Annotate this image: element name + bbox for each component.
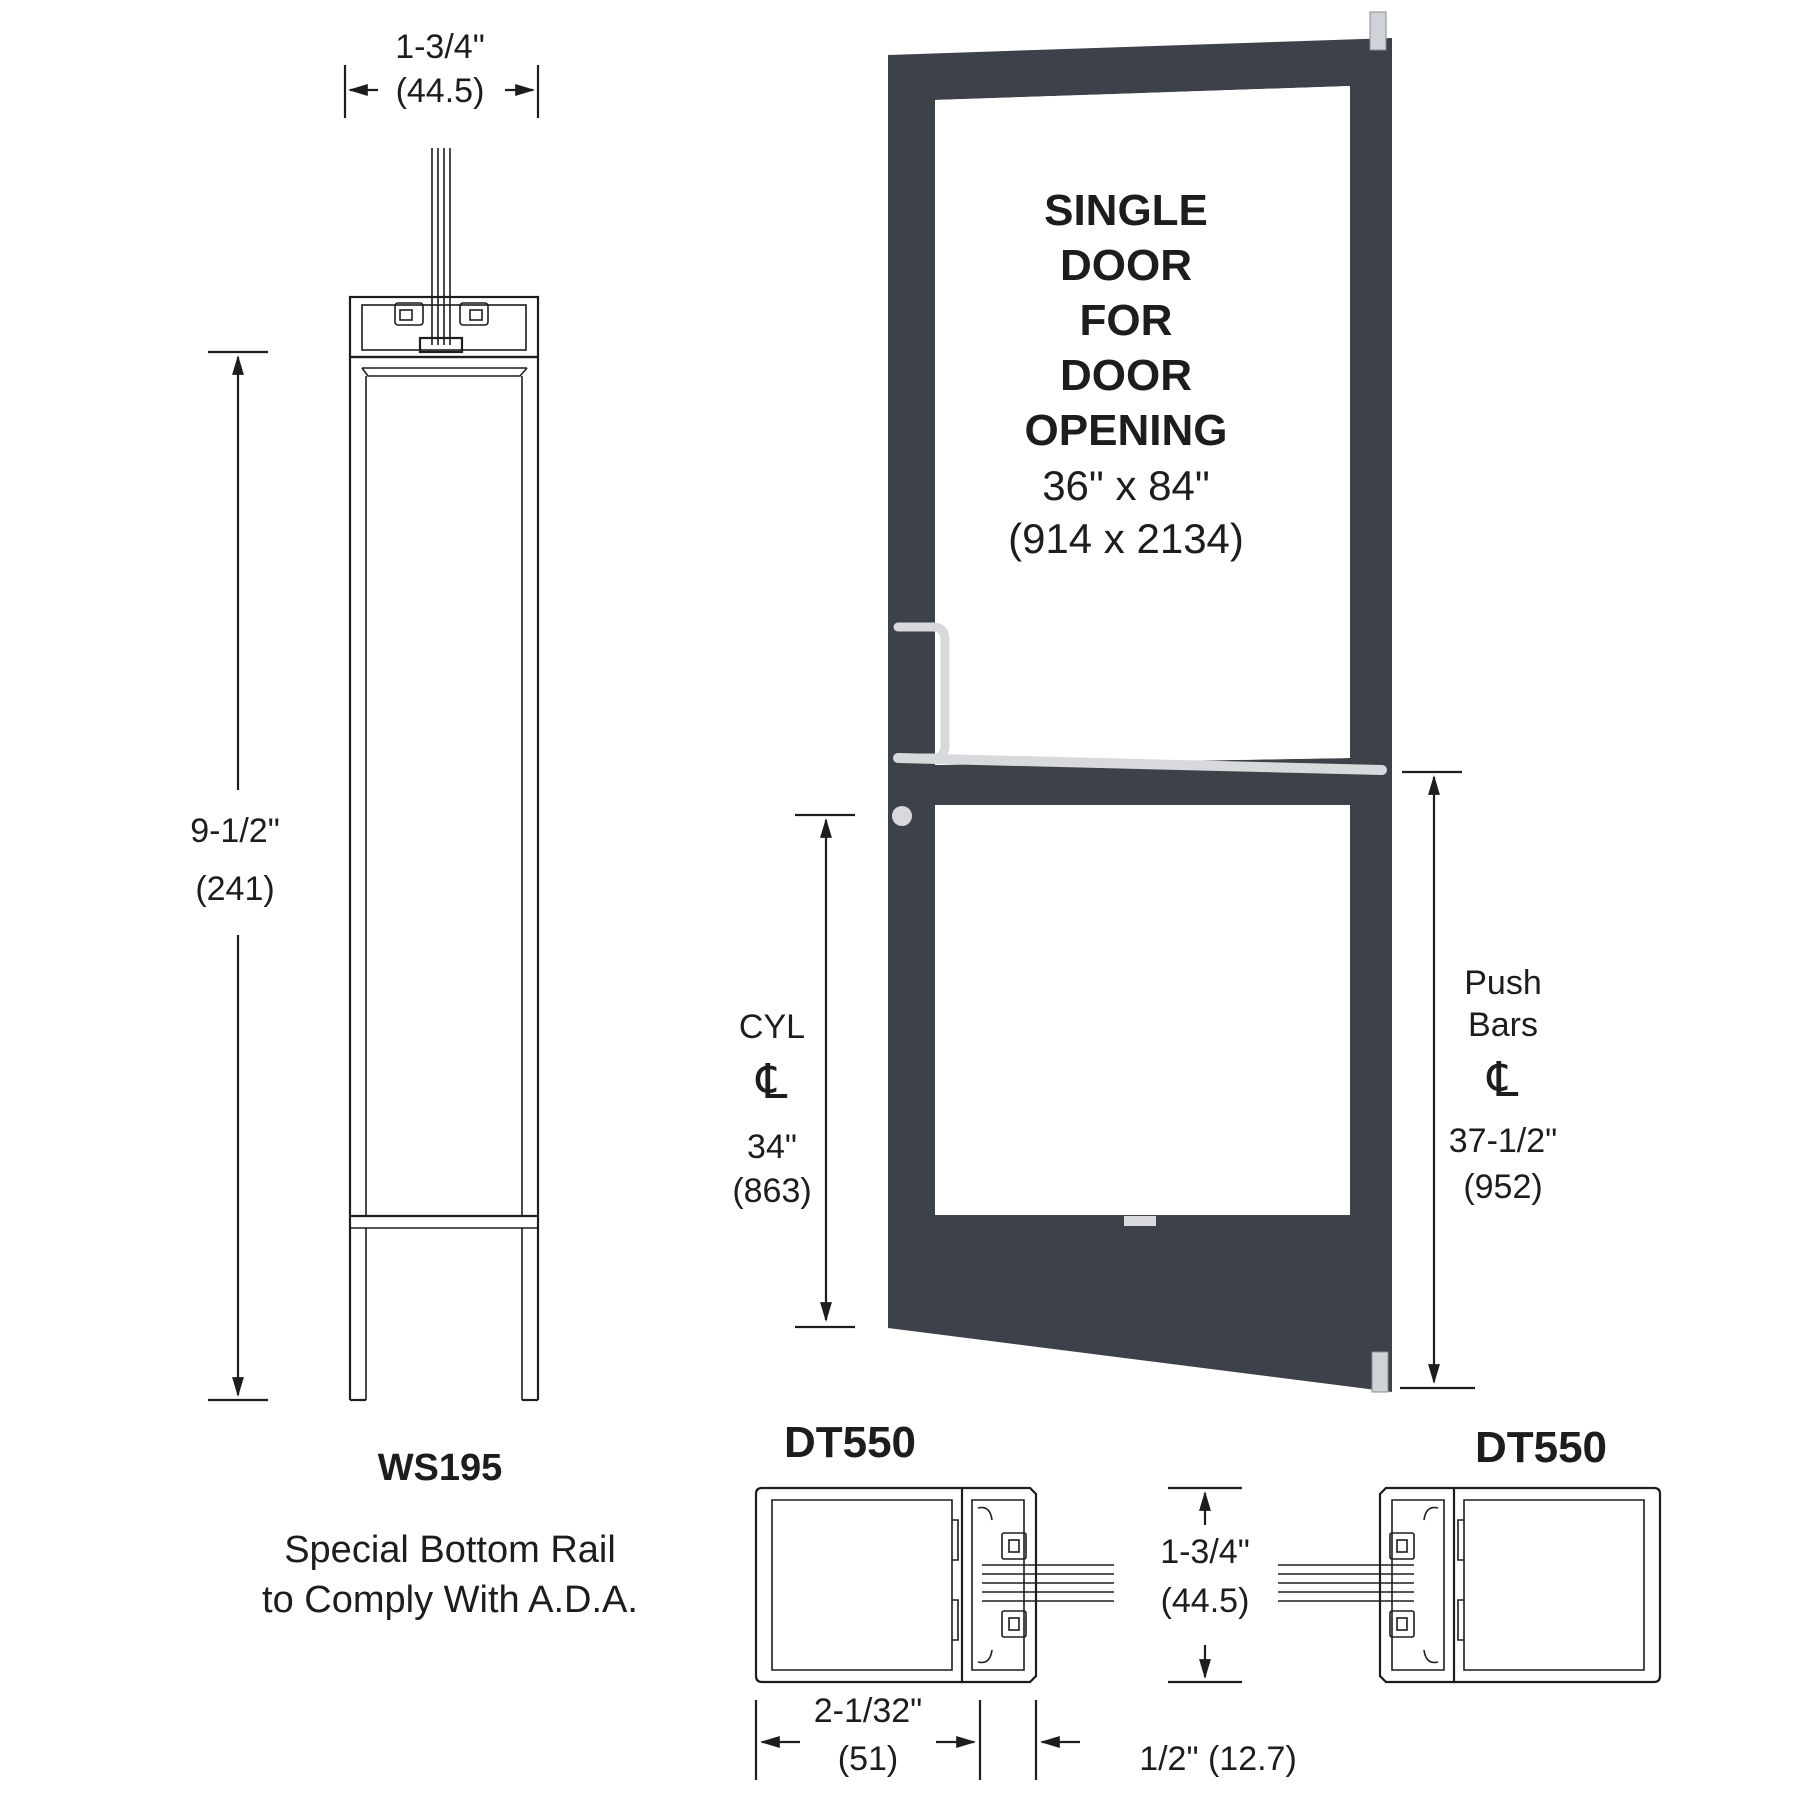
upper-glass-lite [935,86,1350,765]
right-glass-lines [1278,1564,1414,1602]
lower-glass-lite [935,805,1350,1215]
push-bars-value-in: 37-1/2" [1449,1122,1557,1160]
cyl-centerline-symbol: ℄ [756,1056,788,1109]
dt550-right-section: DT550 [1378,1423,1662,1684]
profile-height-dim: 9-1/2" [190,812,280,850]
bottom-hinge [1371,1351,1389,1393]
top-hinge [1369,11,1387,51]
stile-depth-dimension [1168,1486,1242,1684]
profile-description-line1: Special Bottom Rail [284,1529,616,1571]
stile-depth-dim: 1-3/4" [1160,1533,1250,1571]
push-bar [893,753,1387,775]
profile-height-dim-mm: (241) [195,870,274,908]
push-bars-value-mm: (952) [1463,1168,1542,1206]
cyl-value-in: 34" [747,1128,797,1166]
stile-depth-dim-mm: (44.5) [1161,1582,1250,1620]
push-bars-centerline-symbol: ℄ [1487,1054,1519,1107]
rail-body [348,355,540,1402]
door-title-line-3: FOR [1080,296,1173,345]
push-bars-label-line2: Bars [1468,1006,1538,1044]
stile-width-dimension [754,1700,982,1780]
push-bars-label-line1: Push [1464,964,1542,1002]
door-title-line-1: SINGLE [1044,186,1208,235]
door-title-line-5: OPENING [1025,406,1228,455]
bottom-rail-slot [1124,1216,1156,1226]
stile-width-dim: 2-1/32" [814,1692,922,1730]
right-stile-model: DT550 [1475,1423,1607,1472]
dt550-left-section: DT550 [754,1418,1038,1684]
door-elevation: SINGLE DOOR FOR DOOR OPENING 36" x 84" (… [732,11,1557,1393]
cylinder-lock [892,806,912,826]
cyl-label: CYL [739,1008,805,1046]
profile-width-dim-mm: (44.5) [396,72,485,110]
glass-pane-lines [431,148,451,345]
ws195-profile-drawing: 1-3/4" (44.5) [190,28,638,1621]
profile-model: WS195 [378,1447,503,1489]
push-bars-dimension [1400,770,1475,1390]
cyl-value-mm: (863) [732,1172,811,1210]
glass-gap-dim: 1/2" (12.7) [1139,1740,1297,1778]
profile-width-dim: 1-3/4" [395,28,485,66]
door-frame [888,38,1392,1392]
door-title-line-2: DOOR [1060,241,1192,290]
door-title-line-4: DOOR [1060,351,1192,400]
stile-width-dim-mm: (51) [838,1740,898,1778]
left-glass-lines [982,1564,1114,1602]
glazing-pocket [348,295,540,359]
left-stile-model: DT550 [784,1418,916,1467]
door-size-in: 36" x 84" [1042,462,1210,509]
profile-description-line2: to Comply With A.D.A. [262,1579,638,1621]
cyl-dimension [795,813,855,1329]
door-size-mm: (914 x 2134) [1008,515,1244,562]
glass-gap-dimension [1034,1700,1080,1780]
